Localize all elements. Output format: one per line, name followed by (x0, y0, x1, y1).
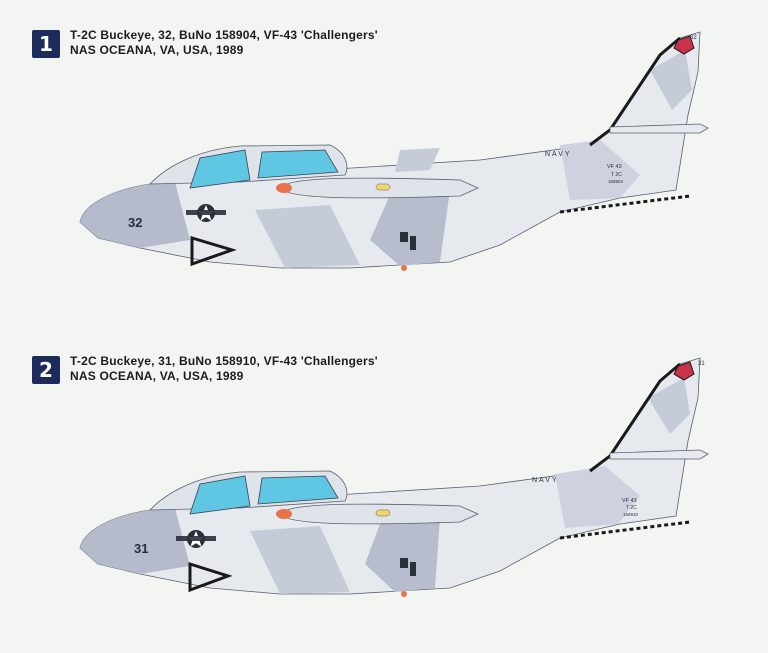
intake-marking (188, 561, 233, 593)
canopy-glass-rear (257, 149, 339, 179)
fin-leading-edge (589, 362, 681, 473)
navy-marking: NAVY (545, 151, 572, 158)
camo-patch (80, 508, 190, 574)
navy-marking: NAVY (532, 477, 559, 484)
buno-marking: 158904 (608, 179, 624, 184)
profile-location: NAS OCEANA, VA, USA, 1989 (70, 43, 244, 57)
profile-number-badge: 2 (32, 356, 60, 384)
profile-1: 1 T-2C Buckeye, 32, BuNo 158904, VF-43 '… (0, 0, 768, 310)
camo-patch (650, 50, 692, 110)
canopy-glass-front (189, 475, 251, 515)
intake-marking (190, 235, 237, 267)
horizontal-stabilizer (609, 123, 709, 134)
squadron-marking: VF 43 (607, 164, 622, 170)
tail-probe (559, 194, 691, 214)
squadron-emblem (673, 35, 695, 55)
camo-patch (648, 378, 690, 434)
tail-modex: 32 (690, 35, 697, 41)
aircraft-profile-drawing: 32 32 NAVY VF 43 T 2C 158904 (79, 31, 709, 271)
camo-patch (560, 140, 640, 200)
horizontal-stabilizer (609, 449, 709, 460)
camo-patch (370, 190, 450, 266)
type-marking: T 2C (611, 172, 622, 178)
fin-leading-edge (589, 36, 681, 147)
canopy-glass-front (189, 149, 251, 189)
tail-probe (559, 520, 691, 540)
camo-patch (250, 526, 350, 594)
profile-title: T-2C Buckeye, 31, BuNo 158910, VF-43 'Ch… (70, 354, 378, 368)
buno-marking: 158910 (623, 512, 639, 517)
nose-modex: 31 (134, 541, 148, 556)
nose-modex: 32 (128, 215, 142, 230)
canopy-glass-rear (257, 475, 339, 505)
profile-2: 2 T-2C Buckeye, 31, BuNo 158910, VF-43 '… (0, 326, 768, 636)
camo-patch (395, 148, 440, 172)
tail-modex: 31 (698, 361, 705, 367)
camo-patch (255, 205, 360, 268)
camo-patch (80, 182, 190, 248)
nose-cone (276, 509, 292, 519)
profile-number-badge: 1 (32, 30, 60, 58)
camo-patch (555, 466, 640, 528)
profile-title: T-2C Buckeye, 32, BuNo 158904, VF-43 'Ch… (70, 28, 378, 42)
aircraft-profile-drawing: 31 31 NAVY VF 43 T 2C 158910 (79, 357, 709, 597)
squadron-emblem (673, 361, 695, 381)
camo-patch (365, 518, 440, 592)
profile-location: NAS OCEANA, VA, USA, 1989 (70, 369, 244, 383)
type-marking: T 2C (626, 505, 637, 511)
nose-cone (276, 183, 292, 193)
squadron-marking: VF 43 (622, 498, 637, 504)
